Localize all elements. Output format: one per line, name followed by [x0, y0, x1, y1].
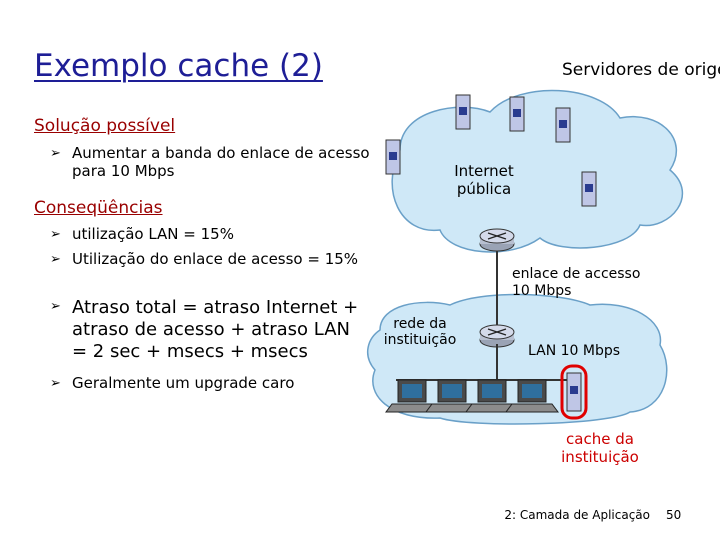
- arrow-bullet-icon: ➢: [50, 146, 61, 161]
- arrow-bullet-icon: ➢: [50, 252, 61, 267]
- internet-cloud: [391, 89, 684, 253]
- workstation-icon: [385, 379, 439, 413]
- footer-text: 2: Camada de Aplicação: [504, 508, 650, 522]
- consequences-heading: Conseqüências: [34, 198, 163, 218]
- internet-label: Internet pública: [454, 162, 514, 198]
- cache-highlight: [560, 364, 588, 420]
- workstation-icon: [505, 379, 559, 413]
- workstation-icon: [425, 379, 479, 413]
- institution-network-label: rede da instituição: [383, 316, 457, 349]
- consequence-bullet: ➢ Atraso total = atraso Internet + atras…: [50, 297, 359, 362]
- consequence-bullet: ➢ Geralmente um upgrade caro: [50, 374, 295, 392]
- arrow-bullet-icon: ➢: [50, 227, 61, 242]
- arrow-bullet-icon: ➢: [50, 376, 61, 391]
- server-icon: [455, 94, 471, 130]
- server-icon: [385, 139, 401, 175]
- router-icon: [479, 324, 515, 348]
- arrow-bullet-icon: ➢: [50, 299, 61, 314]
- slide-title: Exemplo cache (2): [34, 48, 323, 84]
- workstation-icon: [465, 379, 519, 413]
- solution-bullet: ➢ Aumentar a banda do enlace de acesso p…: [50, 144, 370, 181]
- access-link-label: enlace de accesso 10 Mbps: [512, 266, 641, 299]
- cache-label: cache da instituição: [561, 430, 639, 466]
- server-icon: [581, 171, 597, 207]
- origin-servers-label: Servidores de origem: [562, 60, 720, 80]
- solution-heading: Solução possível: [34, 116, 176, 136]
- page-number: 50: [666, 508, 682, 522]
- lan-label: LAN 10 Mbps: [528, 343, 621, 359]
- router-icon: [479, 228, 515, 252]
- cache-server-icon: [566, 372, 582, 412]
- server-icon: [509, 96, 525, 132]
- consequence-bullet: ➢ Utilização do enlace de acesso = 15%: [50, 250, 359, 268]
- consequence-bullet: ➢ utilização LAN = 15%: [50, 225, 234, 243]
- server-icon: [555, 107, 571, 143]
